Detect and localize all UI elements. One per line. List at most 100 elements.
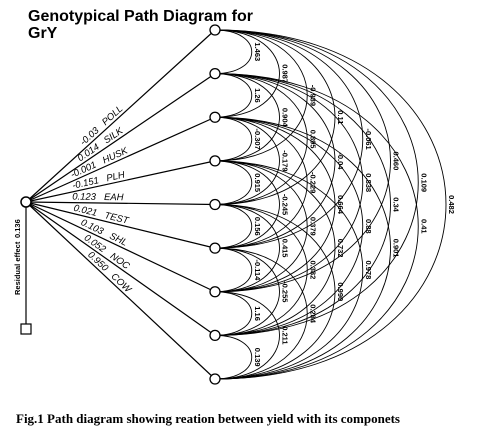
correlation-arc xyxy=(214,29,308,162)
correlation-arc xyxy=(214,116,391,380)
correlation-value: 0.664 xyxy=(336,195,345,215)
correlation-arc xyxy=(214,29,363,249)
residual-box xyxy=(20,323,32,335)
correlation-value: -0.061 xyxy=(364,128,373,149)
path-line xyxy=(25,201,216,249)
correlation-value: -0.255 xyxy=(281,281,290,302)
correlation-value: -0.939 xyxy=(308,85,317,106)
correlation-value: 0.460 xyxy=(392,152,401,171)
correlation-arc xyxy=(214,204,308,336)
trait-nodes xyxy=(209,24,221,385)
correlation-arc xyxy=(214,247,308,380)
correlation-value: -0.179 xyxy=(281,150,290,171)
trait-name: EAH xyxy=(104,192,124,203)
trait-node xyxy=(209,286,221,298)
correlation-value: 0.34 xyxy=(392,197,401,212)
path-label-text: 0.123 EAH xyxy=(72,192,124,204)
trait-node xyxy=(209,198,221,211)
correlation-arc xyxy=(214,116,280,205)
correlation-value: -0.04 xyxy=(336,152,345,170)
path-coefficient: 0.123 xyxy=(72,192,97,203)
correlation-value: 0.990 xyxy=(336,282,345,301)
trait-node xyxy=(209,67,221,80)
path-line xyxy=(25,116,216,203)
correlation-value: 0.41 xyxy=(419,219,428,234)
correlation-value: 0.156 xyxy=(253,217,262,236)
path-lines xyxy=(25,29,216,380)
correlation-arc xyxy=(214,116,253,162)
correlation-value: 0.211 xyxy=(281,326,290,344)
path-line xyxy=(25,160,216,203)
residual-effect-value: 0.136 xyxy=(13,219,22,238)
trait-node xyxy=(209,24,221,36)
path-line xyxy=(25,29,216,203)
correlation-value: 0.11 xyxy=(336,110,345,124)
correlation-arc xyxy=(214,160,280,249)
correlation-arc xyxy=(214,73,391,336)
correlation-arc xyxy=(214,29,391,293)
diagram-title-line1: Genotypical Path Diagram for xyxy=(28,8,253,25)
correlation-value: 1.26 xyxy=(253,88,262,103)
correlation-value: 0.915 xyxy=(253,173,262,192)
correlation-value: -0.114 xyxy=(253,259,262,281)
correlation-arc xyxy=(214,291,280,380)
correlation-arc xyxy=(214,29,419,336)
correlation-value: 1.16 xyxy=(253,306,262,321)
correlation-value: 0.109 xyxy=(419,173,428,192)
residual-effect-label: Residual effect xyxy=(13,241,22,295)
correlation-value: 1.463 xyxy=(253,42,262,61)
trait-node xyxy=(209,111,221,123)
correlation-arc xyxy=(214,247,253,293)
correlation-arc xyxy=(214,29,447,380)
correlation-value: 0.838 xyxy=(364,173,373,192)
path-line xyxy=(25,201,216,206)
correlation-arcs xyxy=(214,29,447,380)
trait-name: PLH xyxy=(105,170,126,185)
correlation-value: 0.139 xyxy=(253,348,262,367)
path-label: 0.123 EAH xyxy=(72,192,124,204)
correlation-value: 0.978 xyxy=(364,261,373,280)
correlation-value: 0.284 xyxy=(308,304,317,324)
trait-node xyxy=(209,155,221,167)
correlation-arc xyxy=(214,204,253,249)
correlation-value: -0.307 xyxy=(253,128,262,149)
correlation-arc xyxy=(214,29,280,118)
correlation-value: 0.901 xyxy=(392,239,401,258)
correlation-value: 0.88 xyxy=(364,219,373,234)
correlation-value: -0.245 xyxy=(281,194,290,215)
correlation-value: 0.904 xyxy=(281,108,290,128)
path-line xyxy=(25,201,216,380)
correlation-value: 0.482 xyxy=(447,195,456,214)
correlation-arc xyxy=(214,73,280,162)
correlation-arc xyxy=(214,160,336,336)
correlation-value: -0.229 xyxy=(308,172,317,193)
correlation-arc xyxy=(214,73,363,293)
correlation-value: 0.895 xyxy=(308,130,317,149)
path-line xyxy=(25,73,216,203)
correlation-value: 0.415 xyxy=(281,239,290,258)
correlation-value: 0.987 xyxy=(281,64,290,83)
correlation-arc xyxy=(214,160,253,205)
correlation-arc xyxy=(214,73,308,205)
correlation-value: 0.732 xyxy=(336,239,345,258)
correlation-labels: 1.463 0.987 -0.939 0.11 -0.061 0.460 0.109 0.48… xyxy=(253,42,456,366)
correlation-arc xyxy=(214,116,336,293)
figure-caption: Fig.1 Path diagram showing reation betwe… xyxy=(16,411,400,426)
correlation-arc xyxy=(214,73,336,249)
correlation-value: 0.379 xyxy=(308,217,317,236)
correlation-arc xyxy=(214,29,253,75)
correlation-arc xyxy=(214,247,280,336)
correlation-arc xyxy=(214,73,419,380)
diagram-title-line2: GrY xyxy=(28,25,58,42)
trait-node xyxy=(209,242,221,254)
trait-node xyxy=(209,329,221,342)
trait-node xyxy=(209,373,221,385)
correlation-arc xyxy=(214,73,253,118)
correlation-arc xyxy=(214,204,336,380)
correlation-arc xyxy=(214,160,308,293)
yield-node xyxy=(20,196,32,208)
correlation-arc xyxy=(214,334,253,380)
correlation-value: 0.382 xyxy=(308,261,317,280)
